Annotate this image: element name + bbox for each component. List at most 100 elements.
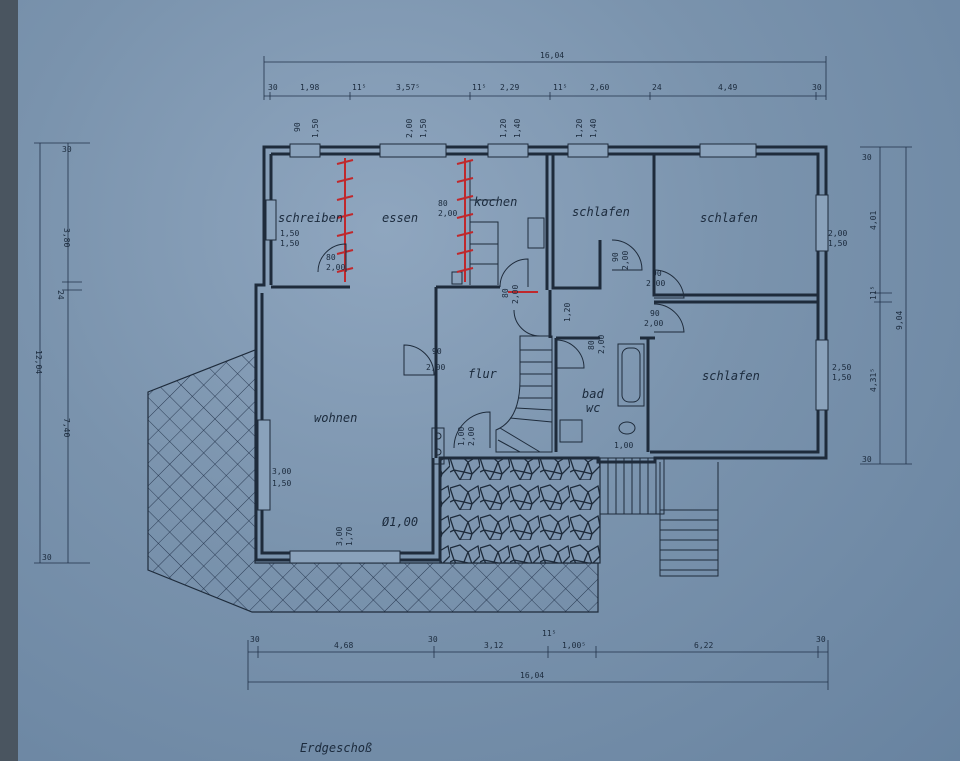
note-door: 2,00 [597, 335, 606, 354]
bottom-dim: 30 [816, 635, 826, 644]
window-h: 1,40 [513, 119, 522, 138]
note-door: 2,00 [511, 285, 520, 304]
note-door: 1,00 [457, 427, 466, 446]
room-kochen: kochen [474, 195, 517, 209]
note-window: 2,50 [832, 363, 851, 372]
room-labels: schreiben essen kochen schlafen schlafen… [278, 195, 760, 425]
note-door: 2,00 [621, 251, 630, 270]
top-dim: 11⁵ [352, 83, 366, 92]
top-dim: 24 [652, 83, 662, 92]
top-dim: 1,98 [300, 83, 319, 92]
kitchen-counters [451, 160, 545, 285]
bottom-dimension-texts: 30 4,68 30 3,12 11⁵ 1,00⁵ 6,22 30 16,04 [250, 629, 826, 680]
scanner-edge [0, 0, 18, 761]
top-dim: 11⁵ [472, 83, 486, 92]
bottom-dim: 3,12 [484, 641, 503, 650]
left-dim: 24 [56, 290, 65, 300]
left-dim: 7,40 [62, 418, 71, 437]
side-dimension-texts: 30 3,80 24 7,40 30 12,04 30 4,01 11⁵ 4,3… [34, 145, 904, 562]
bath-fixtures [559, 343, 645, 443]
room-essen: essen [382, 211, 418, 225]
note-schreiben-win-2: 1,50 [280, 239, 299, 248]
note-door: 90 [650, 309, 660, 318]
bottom-dim: 1,00⁵ [562, 641, 586, 650]
note-window: 1,50 [272, 479, 291, 488]
window-w: 2,00 [405, 119, 414, 138]
room-bad: bad [582, 387, 604, 401]
top-dim: 30 [268, 83, 278, 92]
overall-height-left: 12,04 [34, 350, 43, 374]
bottom-dim: 30 [428, 635, 438, 644]
note-door: 80 [501, 288, 510, 298]
right-dim: 11⁵ [869, 286, 878, 300]
window-h: 1,50 [419, 119, 428, 138]
bottom-dim: 30 [250, 635, 260, 644]
note-window: 2,00 [828, 229, 847, 238]
room-wc: wc [586, 401, 600, 415]
room-schlafen-3: schlafen [702, 369, 760, 383]
note-window: 1,70 [345, 527, 354, 546]
note-window: 1,50 [832, 373, 851, 382]
note-window: 1,50 [828, 239, 847, 248]
top-dim: 2,60 [590, 83, 609, 92]
left-dim: 3,80 [62, 228, 71, 247]
note-door: 2,00 [438, 209, 457, 218]
note-flur-dim: 1,20 [563, 303, 572, 322]
note-door: 80 [438, 199, 448, 208]
top-dim: 2,29 [500, 83, 519, 92]
overall-width-bottom: 16,04 [520, 671, 544, 680]
note-door: 2,00 [646, 279, 665, 288]
window-h: 1,50 [311, 119, 320, 138]
entrance-stairs [599, 457, 719, 577]
right-dim: 4,31⁵ [869, 368, 878, 392]
note-wc: 1,00 [614, 441, 633, 450]
note-window: 3,00 [272, 467, 291, 476]
left-dim: 30 [42, 553, 52, 562]
note-door: 2,00 [426, 363, 445, 372]
note-door: 80 [326, 253, 336, 262]
room-schlafen-2: schlafen [700, 211, 758, 225]
drawing-title: Erdgeschoß [300, 741, 372, 755]
note-door: 90 [611, 252, 620, 262]
room-schreiben: schreiben [278, 211, 343, 225]
entrance-paving [439, 457, 601, 564]
right-dim: 30 [862, 455, 872, 464]
top-dim: 30 [812, 83, 822, 92]
note-door: 2,00 [644, 319, 663, 328]
top-dim: 11⁵ [553, 83, 567, 92]
top-dim: 3,57⁵ [396, 83, 420, 92]
right-dim: 4,01 [869, 211, 878, 230]
note-door: 80 [587, 340, 596, 350]
window-h: 1,40 [589, 119, 598, 138]
note-door: 2,00 [326, 263, 345, 272]
left-dim: 30 [62, 145, 72, 154]
note-chimney: Ø1,00 [382, 515, 418, 529]
room-wohnen: wohnen [314, 411, 357, 425]
chimney-blocks [431, 427, 445, 465]
top-dimension-texts: 16,04 30 1,98 11⁵ 3,57⁵ 11⁵ 2,29 11⁵ 2,6… [268, 51, 822, 92]
bottom-dim: 11⁵ [542, 629, 556, 638]
bottom-dim: 4,68 [334, 641, 353, 650]
dimension-lines [34, 56, 912, 690]
red-revision-marks [336, 158, 538, 293]
right-dim: 30 [862, 153, 872, 162]
window-w: 1,20 [499, 119, 508, 138]
note-door: 90 [652, 269, 662, 278]
window-w: 1,20 [575, 119, 584, 138]
top-dim: 4,49 [718, 83, 737, 92]
note-schreiben-win: 1,50 [280, 229, 299, 238]
room-schlafen-1: schlafen [572, 205, 630, 219]
overall-height-right: 9,04 [895, 311, 904, 330]
bottom-dim: 6,22 [694, 641, 713, 650]
opening-annotations: 1,50 1,50 Ø1,00 1,20 1,00 80 2,00 80 2,0… [272, 199, 851, 546]
note-window: 3,00 [335, 527, 344, 546]
window-w: 90 [293, 122, 302, 132]
staircase [495, 335, 553, 453]
room-flur: flur [468, 367, 498, 381]
overall-width-top: 16,04 [540, 51, 564, 60]
note-door: 90 [432, 347, 442, 356]
window-labels: 90 1,50 2,00 1,50 1,20 1,40 1,20 1,40 [293, 119, 598, 138]
interior-walls [271, 154, 818, 458]
